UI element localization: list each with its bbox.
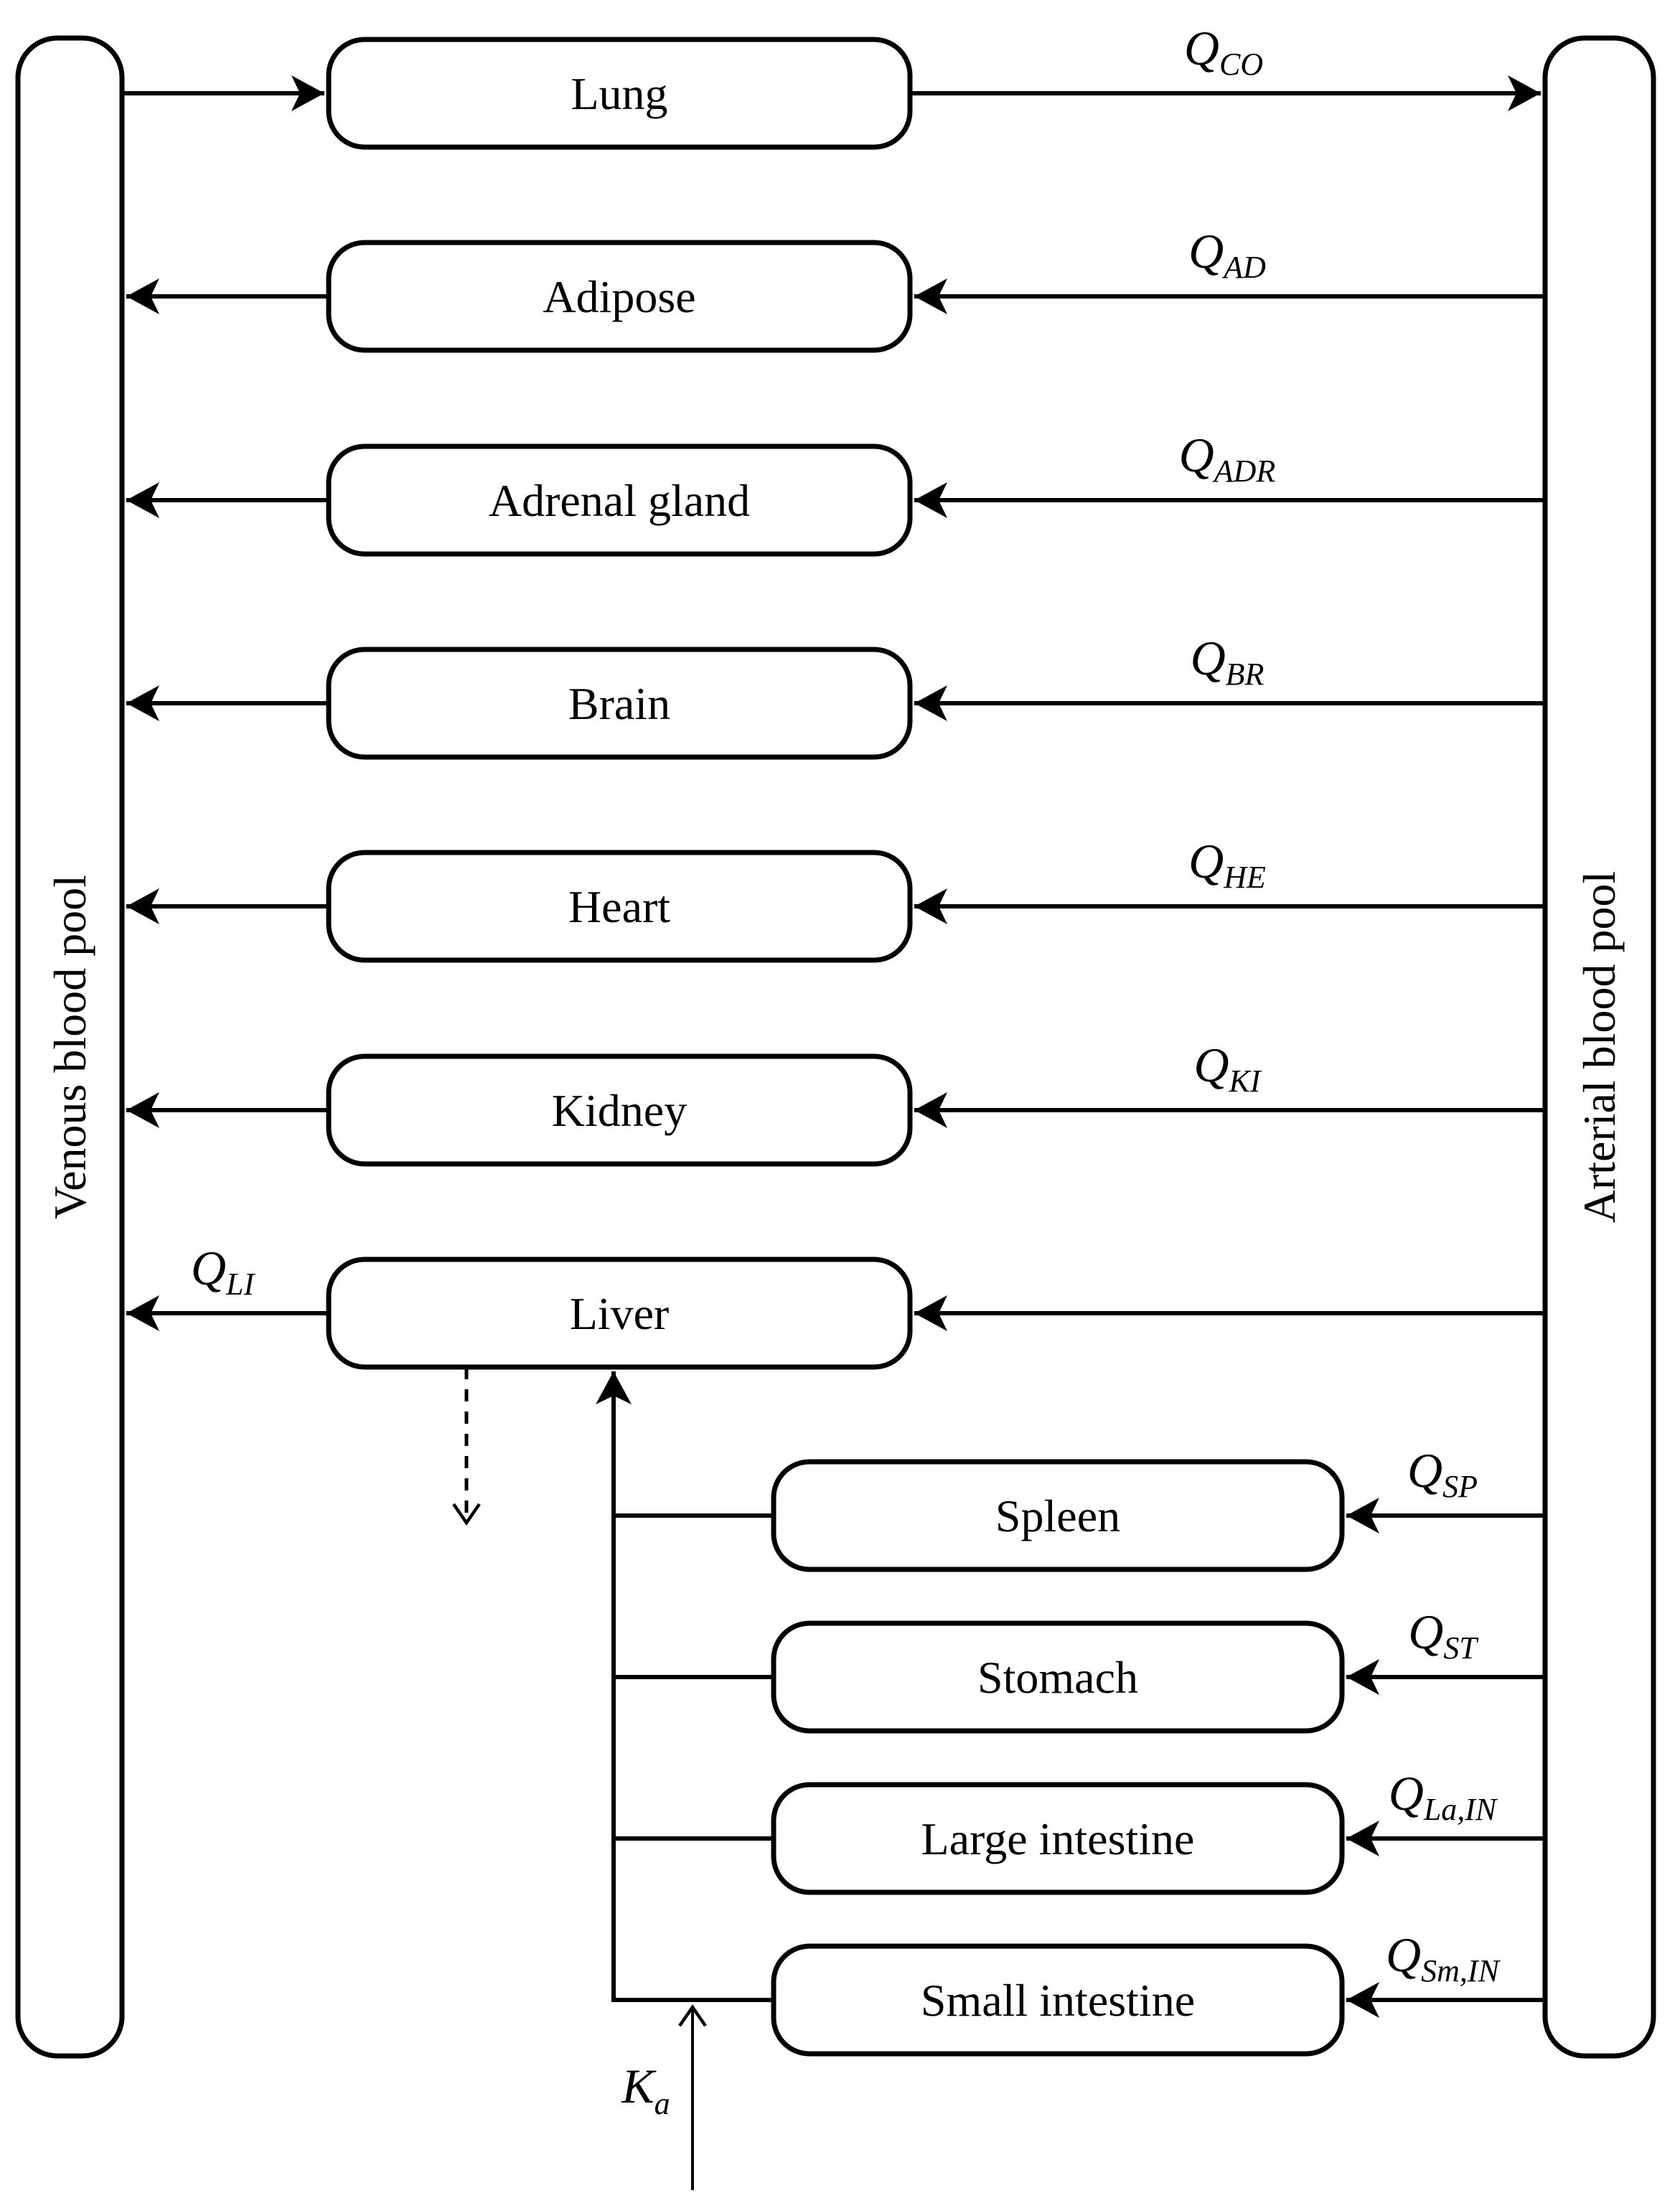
flow-label-qhe: QHE xyxy=(1188,834,1266,895)
organ-label-spleen: Spleen xyxy=(995,1490,1120,1541)
portal-trunk-to-liver-arrow xyxy=(596,1371,774,2002)
flow-label-qco: QCO xyxy=(1184,21,1263,82)
flow-label-qsmin: QSm,IN xyxy=(1386,1927,1501,1988)
organ-box-kidney xyxy=(326,1053,913,1167)
flow-label-ka: Ka xyxy=(621,2059,670,2121)
organ-row-heart: Heart xyxy=(326,850,913,963)
flow-label-qki: QKI xyxy=(1193,1038,1262,1099)
organ-box-stomach xyxy=(771,1620,1345,1734)
organ-label-large-intestine: Large intestine xyxy=(921,1813,1195,1864)
organ-row-spleen: Spleen xyxy=(771,1459,1345,1572)
arterial-blood-pool-bar xyxy=(1542,35,1656,2059)
organ-row-stomach: Stomach xyxy=(771,1620,1345,1734)
organ-label-stomach: Stomach xyxy=(977,1652,1138,1703)
organ-label-brain: Brain xyxy=(568,678,670,729)
organ-box-adipose xyxy=(326,240,913,353)
organ-row-large-intestine: Large intestine xyxy=(771,1782,1345,1895)
organ-box-heart xyxy=(326,850,913,963)
flow-label-qsp: QSP xyxy=(1407,1443,1478,1504)
venous-blood-pool-bar xyxy=(15,35,125,2059)
flow-label-qst: QST xyxy=(1408,1605,1479,1666)
organ-label-heart: Heart xyxy=(568,881,670,932)
organ-row-adipose: Adipose xyxy=(326,240,913,353)
organ-box-adrenal-gland xyxy=(326,443,913,557)
organ-row-small-intestine: Small intestine xyxy=(771,1943,1345,2057)
organ-label-small-intestine: Small intestine xyxy=(921,1975,1195,2026)
organ-row-adrenal-gland: Adrenal gland xyxy=(326,443,913,557)
organ-row-lung: Lung xyxy=(326,37,913,150)
organ-label-kidney: Kidney xyxy=(552,1085,687,1136)
organ-label-liver: Liver xyxy=(570,1288,670,1339)
organ-box-spleen xyxy=(771,1459,1345,1572)
organ-box-small-intestine xyxy=(771,1943,1345,2057)
arterial-blood-pool-label: Arterial blood pool xyxy=(1574,871,1625,1224)
flow-label-qbr: QBR xyxy=(1191,631,1264,692)
organ-row-kidney: Kidney xyxy=(326,1053,913,1167)
organ-row-liver: Liver xyxy=(326,1257,913,1370)
organ-row-brain: Brain xyxy=(326,647,913,760)
organ-box-brain xyxy=(326,647,913,760)
organ-label-adrenal-gland: Adrenal gland xyxy=(489,475,750,526)
organ-box-large-intestine xyxy=(771,1782,1345,1895)
flow-label-qad: QAD xyxy=(1188,224,1266,285)
flow-label-qadr: QADR xyxy=(1179,428,1276,489)
organ-label-adipose: Adipose xyxy=(543,271,695,322)
flow-label-qlain: QLa,IN xyxy=(1389,1766,1498,1827)
organ-box-liver xyxy=(326,1257,913,1370)
flow-label-qli: QLI xyxy=(191,1241,256,1302)
organ-box-lung xyxy=(326,37,913,150)
organ-label-lung: Lung xyxy=(571,68,667,119)
venous-blood-pool-label: Venous blood pool xyxy=(44,875,95,1219)
